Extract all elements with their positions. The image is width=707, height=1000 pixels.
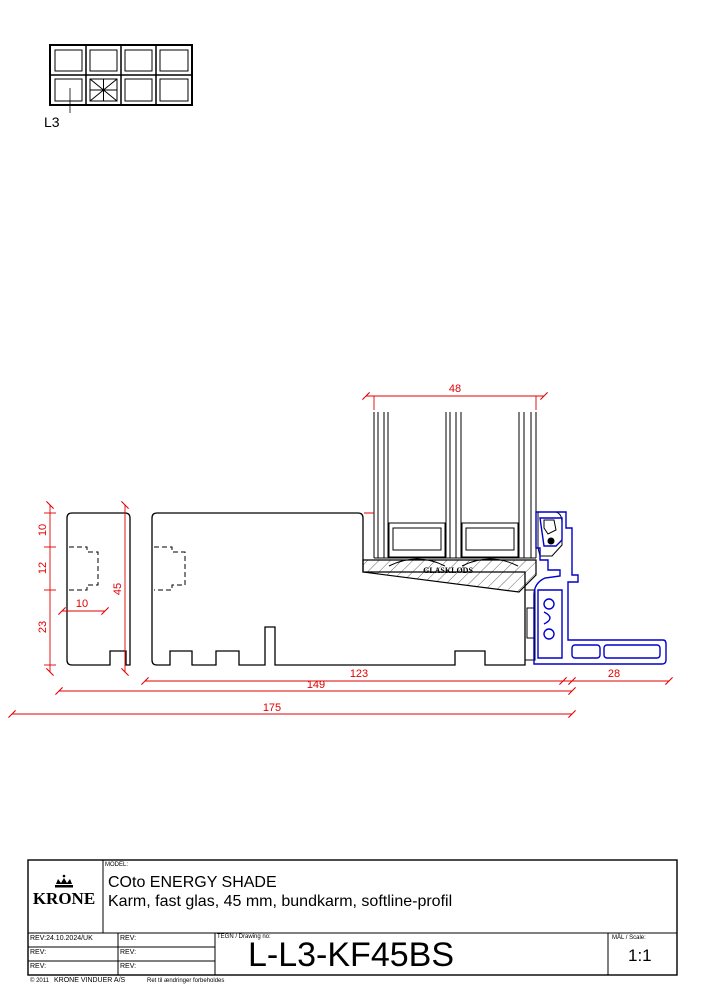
dimension-labels: 48 10 12 23 45 10 123 28 149 175: [37, 383, 620, 714]
glass-unit: [373, 412, 537, 567]
copyright: © 2011: [30, 978, 49, 984]
scale-value: 1:1: [628, 946, 652, 965]
rev-1-left: REV:24.10.2024/UK: [30, 935, 93, 942]
dim-45-label: 45: [112, 583, 124, 595]
drawing-no-label: TEGN / Drawing no:: [217, 934, 271, 940]
window-key-label: L3: [44, 114, 60, 130]
title-block: [27, 859, 678, 976]
cladding-profile: [533, 511, 667, 665]
drawing-number: L-L3-KF45BS: [248, 936, 454, 974]
setting-block-label: GLASKLODS: [423, 566, 473, 575]
dim-10-horiz-label: 10: [76, 598, 88, 610]
rev-3-left: REV:: [30, 963, 47, 970]
dim-48-label: 48: [449, 383, 461, 395]
rev-2-right: REV:: [120, 949, 137, 956]
rev-3-right: REV:: [120, 963, 137, 970]
dim-149-label: 149: [307, 679, 325, 691]
groove-outlines: [69, 546, 186, 591]
company-name: KRONE VINDUER A/S: [54, 977, 126, 984]
dim-175-label: 175: [263, 702, 281, 714]
rights-notice: Ret til ændringer forbeholdes: [147, 978, 225, 984]
dimension-lines: [8, 392, 673, 718]
scale-label: MÅL / Scale:: [612, 935, 646, 941]
dim-123-label: 123: [350, 668, 368, 680]
dim-28-label: 28: [608, 668, 620, 680]
dim-10-vert-label: 10: [37, 524, 49, 536]
setting-block: [362, 559, 537, 593]
window-key-diagram: [49, 44, 193, 113]
krone-crown-icon: [55, 874, 73, 888]
dim-23-label: 23: [37, 621, 49, 633]
rev-2-left: REV:: [30, 949, 47, 956]
krone-logo-text: KRONE: [33, 889, 95, 908]
model-description: Karm, fast glas, 45 mm, bundkarm, softli…: [108, 893, 453, 910]
dim-12-label: 12: [37, 562, 49, 574]
model-name: COto ENERGY SHADE: [108, 874, 277, 891]
rev-1-right: REV:: [120, 935, 137, 942]
model-label: MODEL:: [105, 862, 129, 868]
